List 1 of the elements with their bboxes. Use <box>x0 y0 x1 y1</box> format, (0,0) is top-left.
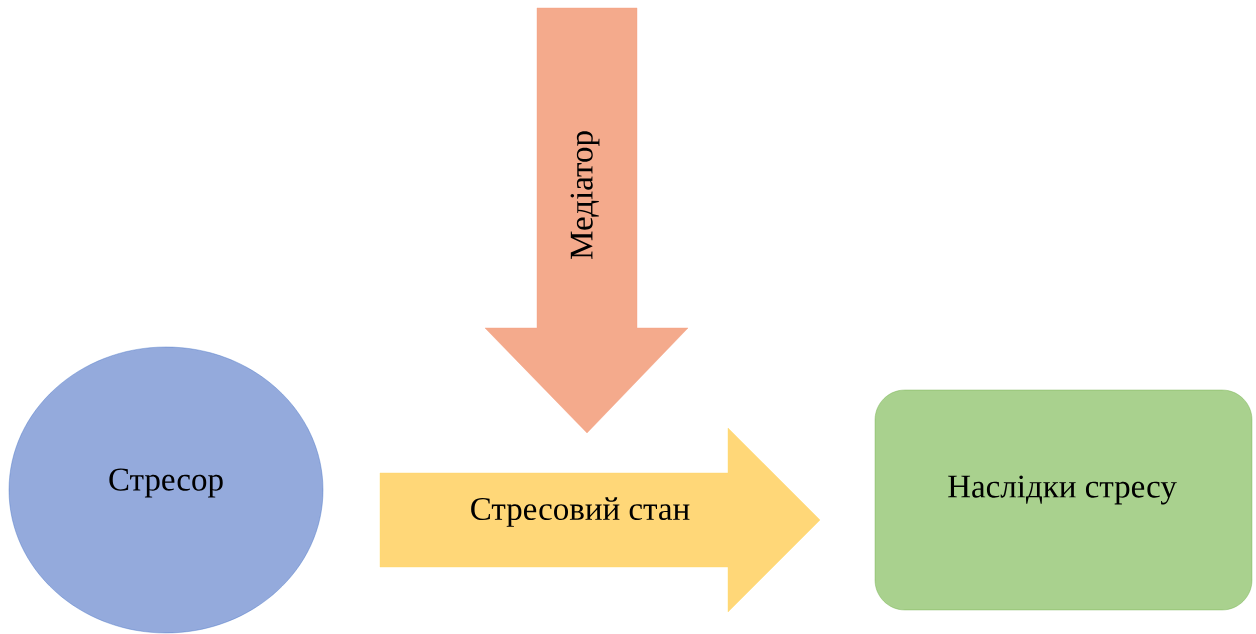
result-box: Наслідки стресу <box>874 389 1253 611</box>
